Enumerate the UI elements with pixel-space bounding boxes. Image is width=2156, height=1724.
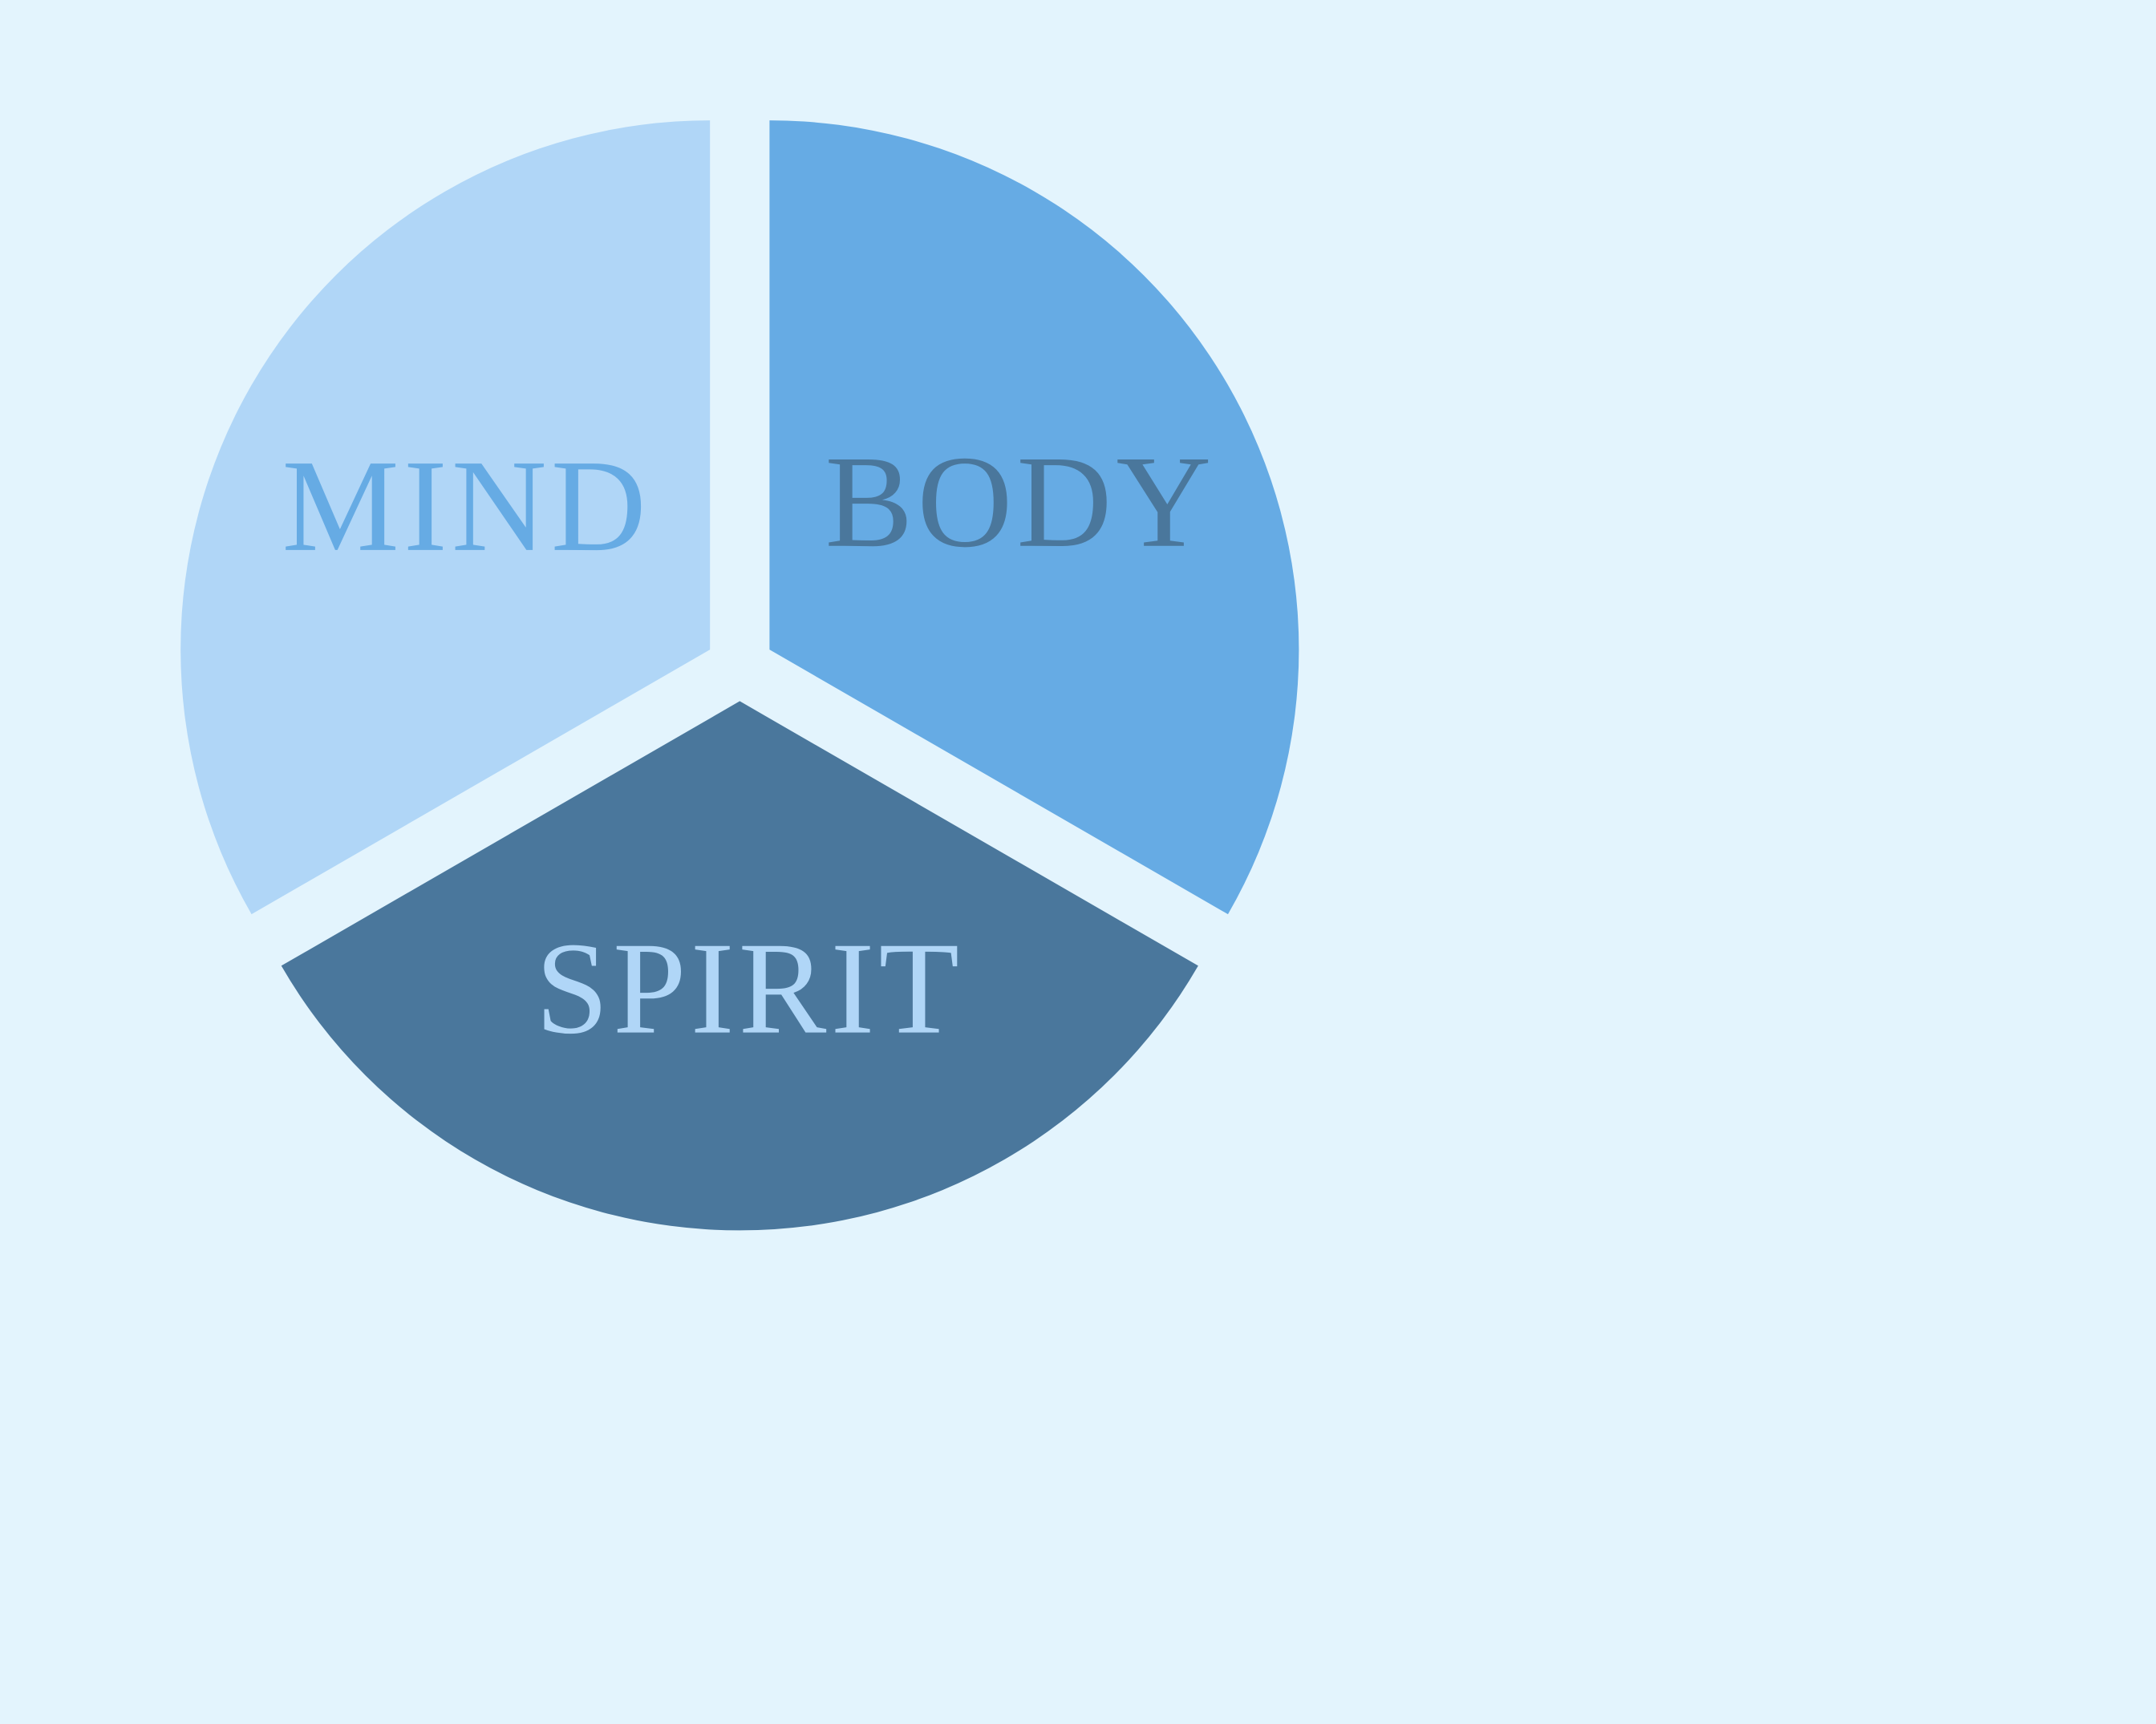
segment-mind-label: MIND	[282, 432, 650, 579]
segment-mind-shape	[180, 120, 711, 915]
segment-mind: MIND	[180, 120, 711, 915]
segment-body-shape	[769, 120, 1299, 915]
segment-spirit-label: SPIRIT	[535, 915, 963, 1062]
segment-body: BODY	[769, 120, 1299, 915]
segment-body-label: BODY	[825, 428, 1216, 575]
